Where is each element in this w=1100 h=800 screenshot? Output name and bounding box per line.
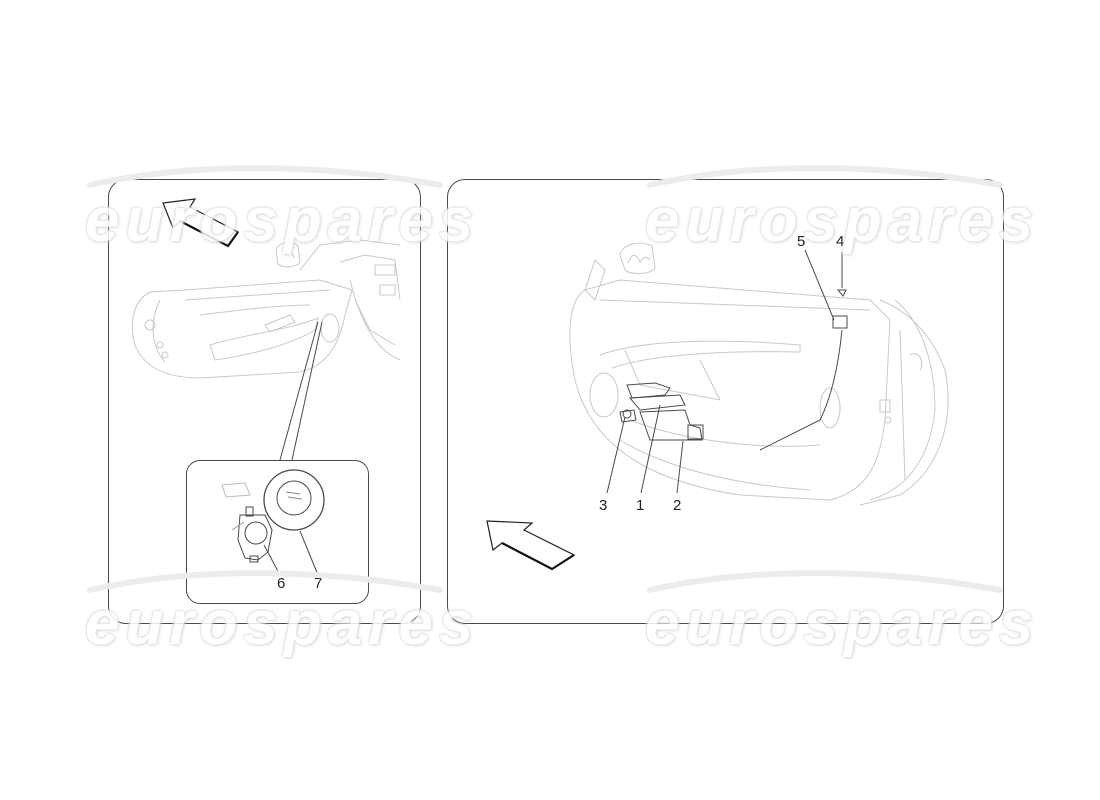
callout-7: 7 xyxy=(314,575,323,592)
right-door-outline xyxy=(569,279,891,501)
callout-2: 2 xyxy=(673,497,682,514)
callout-4: 4 xyxy=(836,233,845,250)
callout-3: 3 xyxy=(599,497,608,514)
callout-1: 1 xyxy=(636,497,645,514)
left-door-outline xyxy=(131,279,353,379)
callout-6: 6 xyxy=(277,575,286,592)
right-direction-arrow xyxy=(486,520,576,571)
left-direction-arrow xyxy=(162,198,239,248)
callout-5: 5 xyxy=(797,233,806,250)
